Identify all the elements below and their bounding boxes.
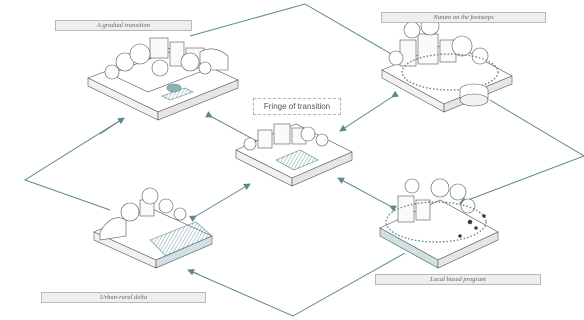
loop-top-left-to-top: [189, 3, 394, 56]
label-bottom-right: Local based program: [375, 274, 541, 285]
loop-left-side: [23, 117, 125, 211]
cycle-loop: [23, 3, 584, 317]
block-bottom-right: [379, 178, 499, 269]
block-top-right: [381, 16, 513, 113]
loop-right-side: [459, 99, 584, 204]
label-top-right: Nature on the footsteps: [381, 12, 546, 23]
loop-bottom: [187, 252, 406, 317]
label-center: Fringe of transition: [253, 98, 341, 115]
block-bottom-left: [93, 187, 213, 269]
center-connectors: [189, 90, 399, 223]
block-top-left: [87, 37, 239, 121]
connector-bottom-right: [337, 177, 397, 212]
block-center: [235, 123, 353, 187]
connector-top-right: [339, 90, 399, 132]
label-top-left: A gradual transition: [55, 20, 192, 31]
arrow-to-bottom-left: [187, 268, 199, 276]
connector-top-left: [205, 111, 265, 146]
connector-bottom-left: [189, 183, 251, 223]
label-bottom-left: Urban-rural delta: [41, 292, 206, 303]
arrow-to-top-left: [99, 117, 125, 135]
